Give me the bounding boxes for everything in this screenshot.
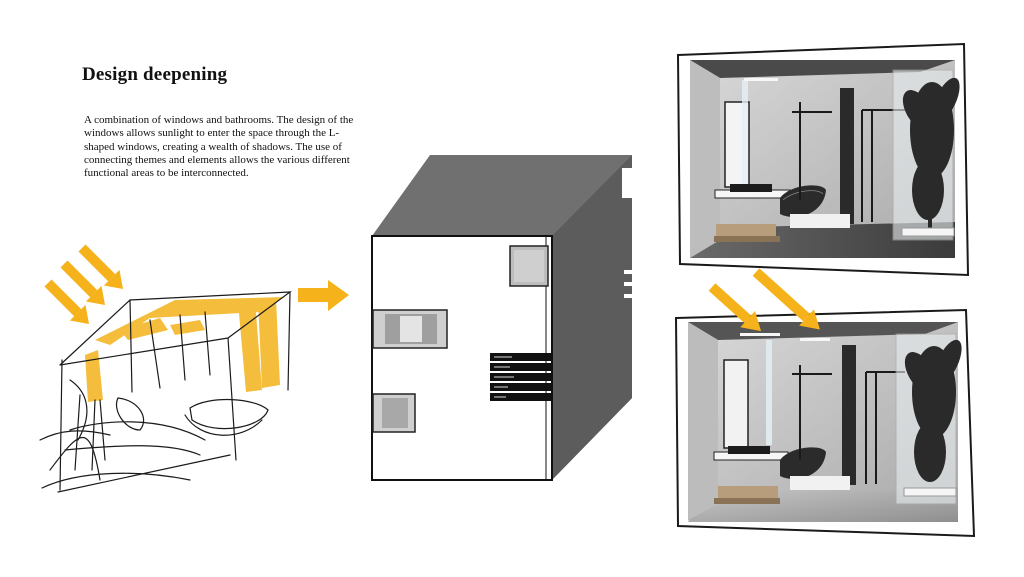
sun-ray-arrow-icon: [752, 268, 820, 330]
sun-ray-arrow-icon: [78, 244, 124, 290]
direction-arrow-icon: [298, 280, 349, 311]
sun-ray-arrow-icon: [60, 260, 106, 306]
plant-silhouette: [902, 77, 960, 228]
bathroom-render-bottom: [674, 268, 976, 538]
sketch-light-highlight: [85, 297, 285, 402]
sun-ray-arrow-icon: [44, 279, 90, 325]
plant-silhouette: [904, 339, 962, 482]
sun-ray-arrows: [708, 268, 820, 332]
box-side-fins: [624, 270, 632, 298]
sun-ray-arrow-icon: [708, 283, 762, 332]
bathroom-render-top: [676, 42, 970, 277]
box-panels: [490, 353, 552, 401]
page-title: Design deepening: [82, 64, 228, 85]
sketch-lines: [39, 291, 292, 493]
sun-ray-arrows: [44, 244, 124, 325]
concept-sketch: [39, 244, 349, 493]
window-box-model: [371, 155, 632, 481]
description-text: A combination of windows and bathrooms. …: [84, 114, 354, 180]
